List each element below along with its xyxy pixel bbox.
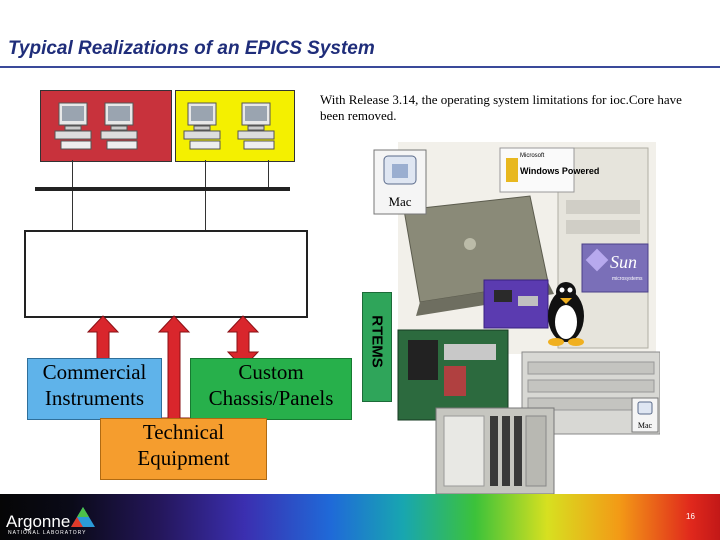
linux-penguin-icon bbox=[548, 282, 584, 346]
technical-equipment-label: Technical Equipment bbox=[137, 420, 230, 470]
mac-logo-small: Mac bbox=[631, 397, 659, 433]
network-drop-line bbox=[268, 160, 269, 188]
workstation-group-red bbox=[40, 90, 172, 162]
commercial-instruments-label: Commercial Instruments bbox=[42, 360, 147, 410]
argonne-logo-subtext: NATIONAL LABORATORY bbox=[8, 530, 87, 536]
embedded-board-image bbox=[483, 279, 549, 329]
windows-logo-text: Windows Powered bbox=[520, 166, 599, 176]
workstation-icon bbox=[237, 102, 275, 150]
network-drop-line bbox=[72, 191, 73, 230]
custom-chassis-label: Custom Chassis/Panels bbox=[208, 360, 334, 410]
network-drop-line bbox=[205, 160, 206, 188]
title-underline bbox=[0, 66, 720, 68]
svg-text:Microsoft: Microsoft bbox=[520, 153, 545, 159]
release-note: With Release 3.14, the operating system … bbox=[320, 92, 682, 123]
hardware-photo-collage: Mac Microsoft Windows Powered Sun micros… bbox=[373, 142, 660, 495]
workstation-group-yellow bbox=[175, 90, 295, 162]
argonne-logo-icon bbox=[71, 507, 95, 527]
slide-title: Typical Realizations of an EPICS System bbox=[8, 38, 375, 59]
network-drop-line bbox=[72, 160, 73, 188]
workstation-icon bbox=[54, 102, 92, 150]
mac-logo: Mac bbox=[373, 149, 427, 215]
network-bus bbox=[35, 187, 290, 191]
sun-logo: Sun microsystems bbox=[581, 243, 649, 293]
sun-logo-text: Sun bbox=[610, 252, 637, 272]
custom-chassis-box: Custom Chassis/Panels bbox=[190, 358, 352, 420]
svg-text:microsystems: microsystems bbox=[612, 276, 643, 282]
commercial-instruments-box: Commercial Instruments bbox=[27, 358, 162, 420]
double-arrow-icon bbox=[157, 315, 191, 435]
mac-logo-small-text: Mac bbox=[638, 421, 653, 430]
argonne-logo-text: Argonne bbox=[6, 512, 71, 531]
footer-bar: Argonne NATIONAL LABORATORY 16 bbox=[0, 494, 720, 540]
rtems-bar: RTEMS bbox=[362, 292, 392, 402]
workstation-icon bbox=[100, 102, 138, 150]
mac-logo-text: Mac bbox=[388, 194, 411, 209]
windows-logo: Microsoft Windows Powered bbox=[499, 147, 599, 193]
technical-equipment-box: Technical Equipment bbox=[100, 418, 267, 480]
page-number: 16 bbox=[686, 512, 695, 521]
network-drop-line bbox=[205, 191, 206, 230]
workstation-icon bbox=[183, 102, 221, 150]
ioc-box bbox=[24, 230, 308, 318]
